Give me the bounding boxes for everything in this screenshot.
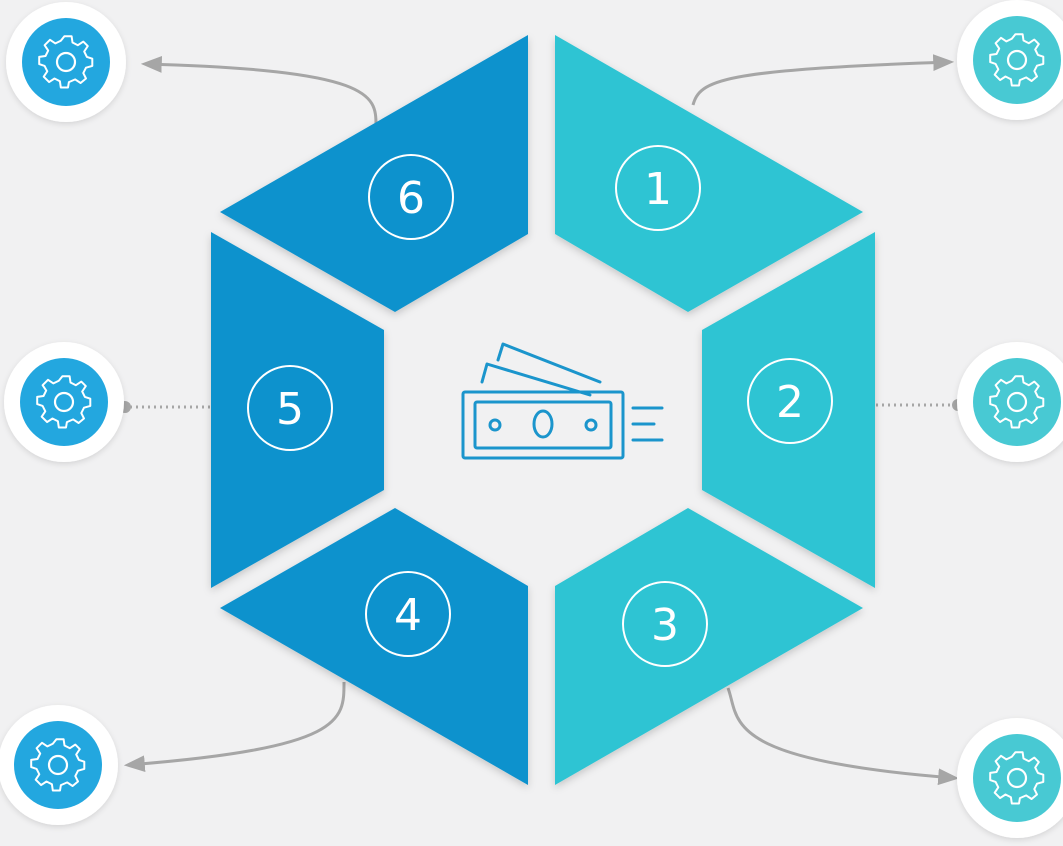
gear-icon <box>38 35 94 89</box>
segment-6 <box>220 35 528 312</box>
segment-4 <box>220 508 528 785</box>
badge-circle-4 <box>365 571 451 657</box>
connectors <box>119 54 964 786</box>
segment-1 <box>555 35 863 312</box>
gear-node-3 <box>957 718 1063 838</box>
gear-node-4 <box>0 705 118 825</box>
gear-icon <box>36 375 92 429</box>
hexagon-segments <box>211 35 875 785</box>
connector-1 <box>691 54 955 106</box>
gear-node-6 <box>6 2 126 122</box>
badge-circle-3 <box>622 581 708 667</box>
connector-6 <box>140 56 378 126</box>
segment-5 <box>211 232 384 588</box>
segment-label-3: 3 <box>651 600 679 651</box>
connector-4 <box>123 681 346 773</box>
gear-node-1 <box>957 0 1063 120</box>
badge-circle-6 <box>368 154 454 240</box>
money-bills-icon <box>461 342 664 460</box>
gear-node-2 <box>957 342 1063 462</box>
segment-3 <box>555 508 863 785</box>
gear-icon <box>989 375 1045 429</box>
gear-icon <box>989 751 1045 805</box>
gear-icon <box>989 33 1045 87</box>
gear-node-5 <box>4 342 124 462</box>
segment-number-badges <box>247 145 833 667</box>
badge-circle-2 <box>747 358 833 444</box>
badge-circle-1 <box>615 145 701 231</box>
gear-icon <box>30 738 86 792</box>
segment-label-6: 6 <box>397 173 425 224</box>
segment-label-5: 5 <box>276 384 304 435</box>
segment-label-2: 2 <box>776 377 804 428</box>
segment-label-4: 4 <box>394 590 422 641</box>
segment-number-labels: 6 1 5 2 4 3 <box>276 164 804 651</box>
segment-label-1: 1 <box>644 164 672 215</box>
connector-3 <box>726 687 960 786</box>
segment-2 <box>702 232 875 588</box>
badge-circle-5 <box>247 365 333 451</box>
